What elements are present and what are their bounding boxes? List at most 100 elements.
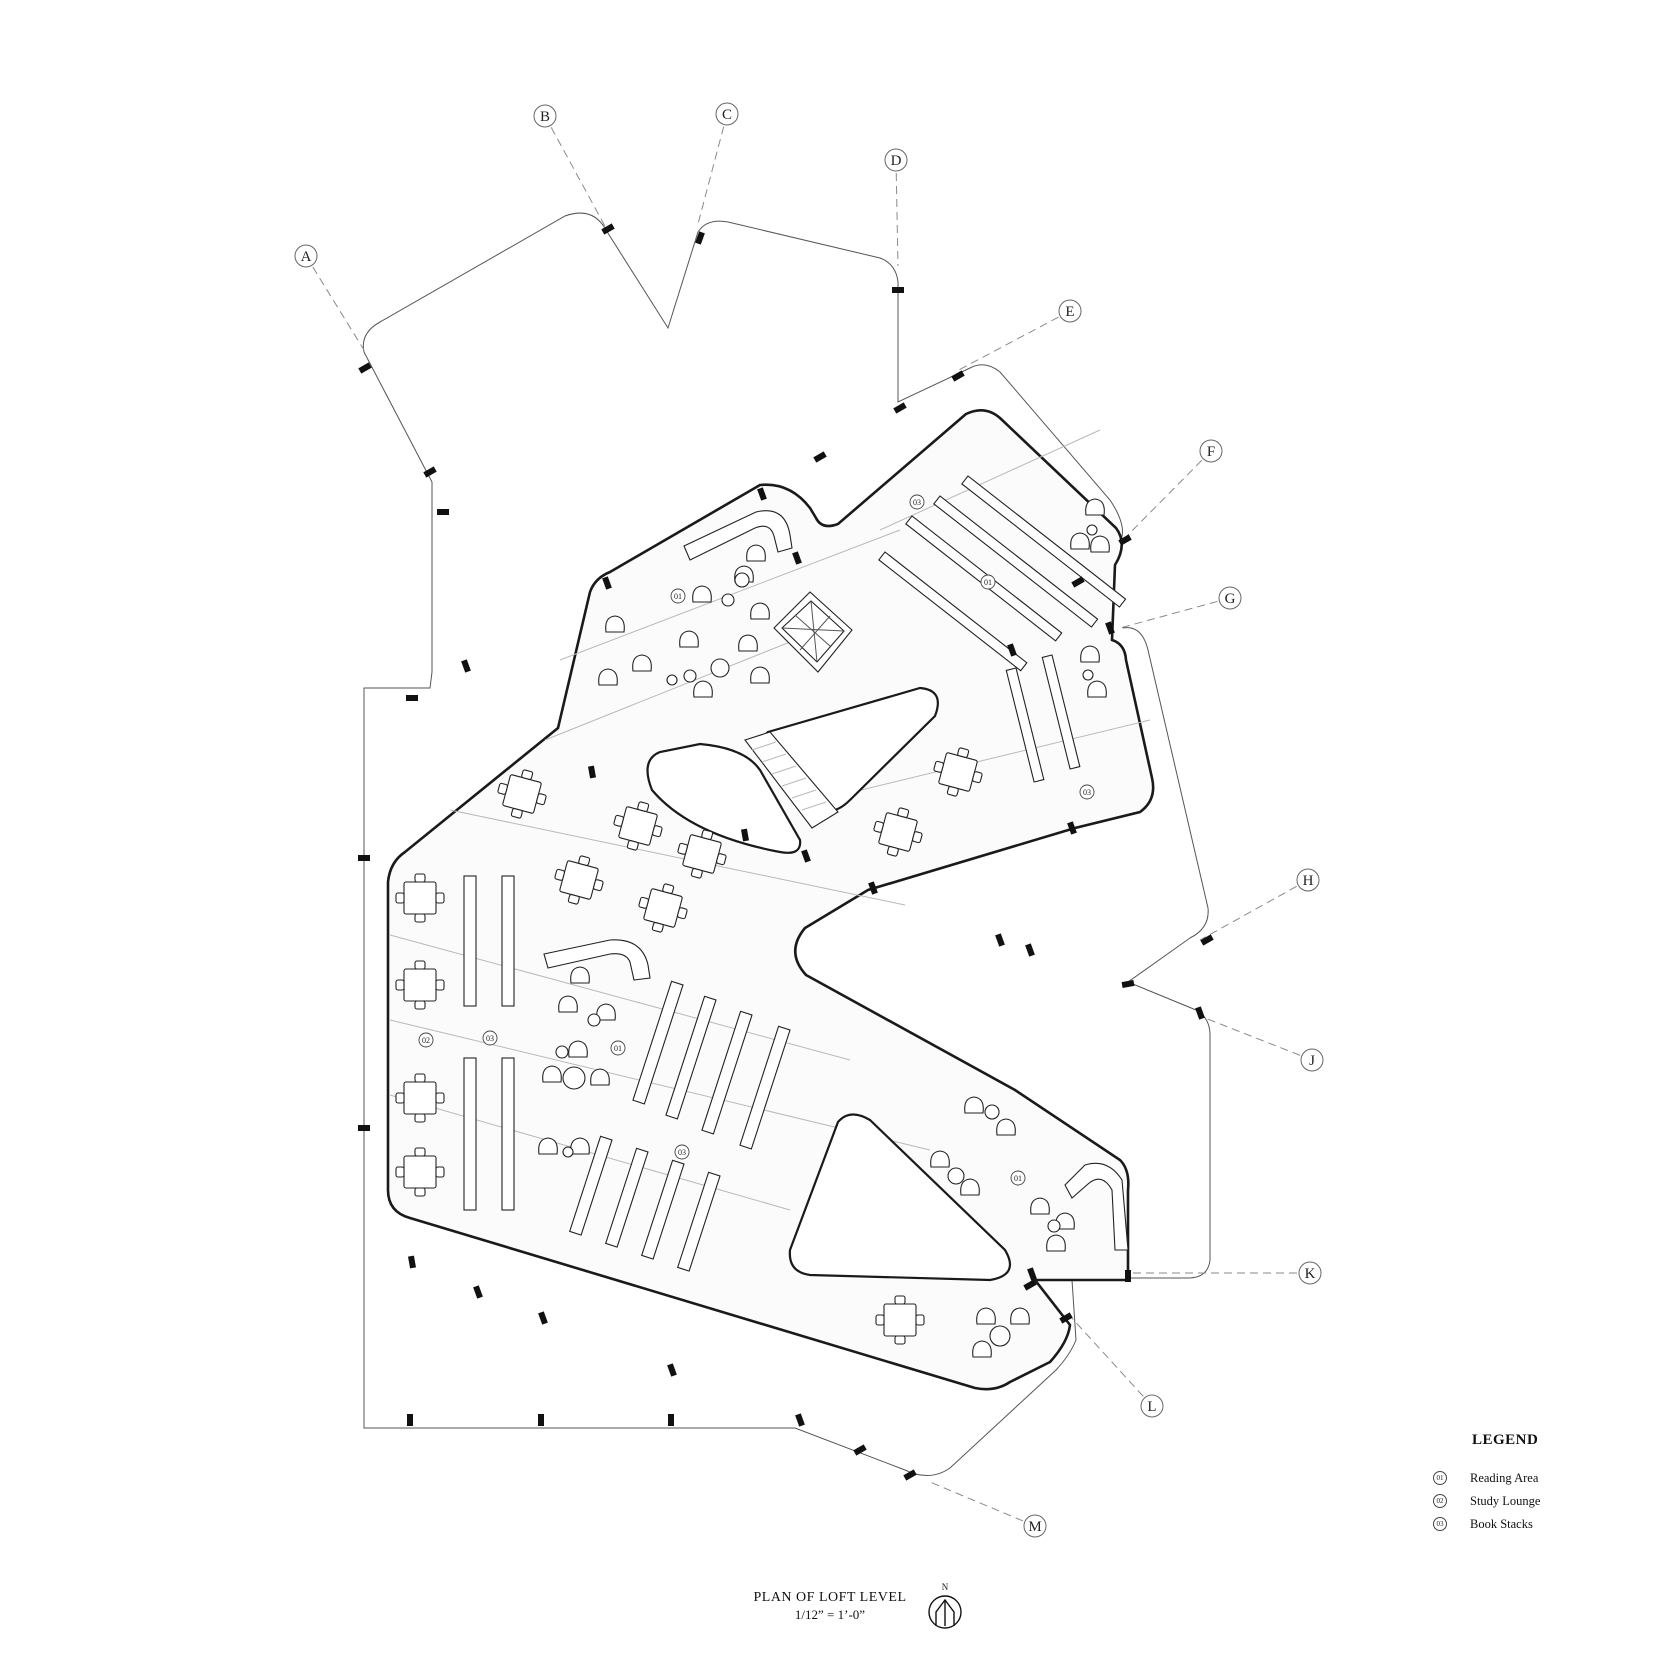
column (461, 659, 471, 673)
grid-bubble-h: H (1296, 868, 1320, 892)
lounge-chair (693, 680, 713, 698)
grid-lines (305, 113, 1313, 1527)
column (1105, 621, 1115, 635)
room-tag: 03 (674, 1144, 690, 1160)
side-table (1082, 669, 1094, 681)
lounge-chair (692, 585, 712, 603)
column (602, 576, 612, 590)
structural-columns (358, 223, 1214, 1481)
grid-label: C (722, 107, 732, 123)
room-tag-number: 01 (614, 1044, 622, 1053)
lounge-chair (590, 1068, 610, 1086)
column (1121, 980, 1135, 988)
grid-label: J (1309, 1053, 1315, 1069)
side-table (683, 669, 697, 683)
room-tag: 01 (1010, 1170, 1026, 1186)
column (408, 1255, 416, 1269)
column (893, 402, 907, 414)
column (1023, 1279, 1037, 1291)
void-upper-left (646, 742, 802, 854)
lounge-chair (632, 654, 652, 672)
study-table-set (873, 807, 923, 857)
sofa (683, 510, 793, 561)
lounge-chair (1087, 680, 1107, 698)
room-tag-number: 03 (486, 1034, 494, 1043)
side-table (721, 593, 735, 607)
lounge-chair (605, 615, 625, 633)
room-tag-number: 03 (1083, 788, 1091, 797)
grid-label: M (1028, 1519, 1041, 1535)
column (1067, 821, 1077, 835)
column (668, 1414, 674, 1426)
lounge-chair (964, 1096, 984, 1114)
lounge-chair (679, 630, 699, 648)
column (757, 487, 767, 501)
column (1027, 1267, 1037, 1281)
grid-label: H (1303, 873, 1314, 889)
grid-bubble-c: C (715, 102, 739, 126)
legend-label: Study Lounge (1470, 1493, 1541, 1508)
lounge-chair (746, 544, 766, 562)
side-table (666, 674, 678, 686)
room-tag-number: 01 (984, 578, 992, 587)
sofa (543, 939, 651, 981)
column (795, 1413, 805, 1427)
grid-bubble-d: D (884, 148, 908, 172)
stacks-east (1005, 654, 1081, 783)
grid-label: E (1065, 304, 1074, 320)
grid-label: G (1225, 591, 1236, 607)
room-tag-number: 01 (674, 592, 682, 601)
grid-bubble-m: M (1023, 1514, 1047, 1538)
column (853, 1444, 867, 1456)
grid-bubble-f: F (1199, 439, 1223, 463)
study-table-set (875, 1295, 925, 1345)
column (1125, 1270, 1131, 1282)
lounge-chair (930, 1150, 950, 1168)
study-table-set (554, 855, 604, 905)
column (423, 466, 437, 478)
lounge-chair (750, 666, 770, 684)
column (473, 1285, 483, 1299)
lounge-chair (1070, 532, 1090, 550)
legend-label: Book Stacks (1470, 1516, 1533, 1531)
lounge-chair (1090, 535, 1110, 553)
column (538, 1311, 548, 1325)
room-tag-number: 03 (913, 498, 921, 507)
column (601, 223, 615, 235)
north-label: N (942, 1582, 949, 1592)
lounge-chair (598, 668, 618, 686)
column (801, 849, 811, 863)
lounge-chair (976, 1307, 996, 1325)
study-table-set (497, 769, 547, 819)
book-stacks (463, 475, 1127, 1272)
room-tag: 03 (1079, 784, 1095, 800)
lounge-chair (1085, 498, 1105, 516)
column (358, 362, 372, 374)
lounge-chair (538, 1137, 558, 1155)
stacks-center (632, 980, 791, 1150)
column (1071, 576, 1085, 588)
column (437, 509, 449, 515)
column (538, 1414, 544, 1426)
room-tag: 01 (670, 588, 686, 604)
grid-label: D (891, 153, 902, 169)
column (1195, 1006, 1205, 1020)
room-tag: 03 (909, 494, 925, 510)
study-table-set (395, 960, 445, 1010)
room-tag-number: 02 (422, 1036, 430, 1045)
side-table (1086, 524, 1098, 536)
lounge-chair (960, 1178, 980, 1196)
lounge-chair (1046, 1234, 1066, 1252)
furniture (395, 498, 1129, 1358)
grid-label: F (1207, 444, 1215, 460)
column (892, 287, 904, 293)
column (868, 881, 878, 895)
grid-bubble-j: J (1300, 1048, 1324, 1072)
legend-title: LEGEND (1472, 1432, 1539, 1448)
sofa (1064, 1162, 1129, 1251)
study-table-set (395, 1073, 445, 1123)
legend-number: 01 (1433, 1471, 1447, 1485)
stacks-south (568, 1135, 721, 1272)
